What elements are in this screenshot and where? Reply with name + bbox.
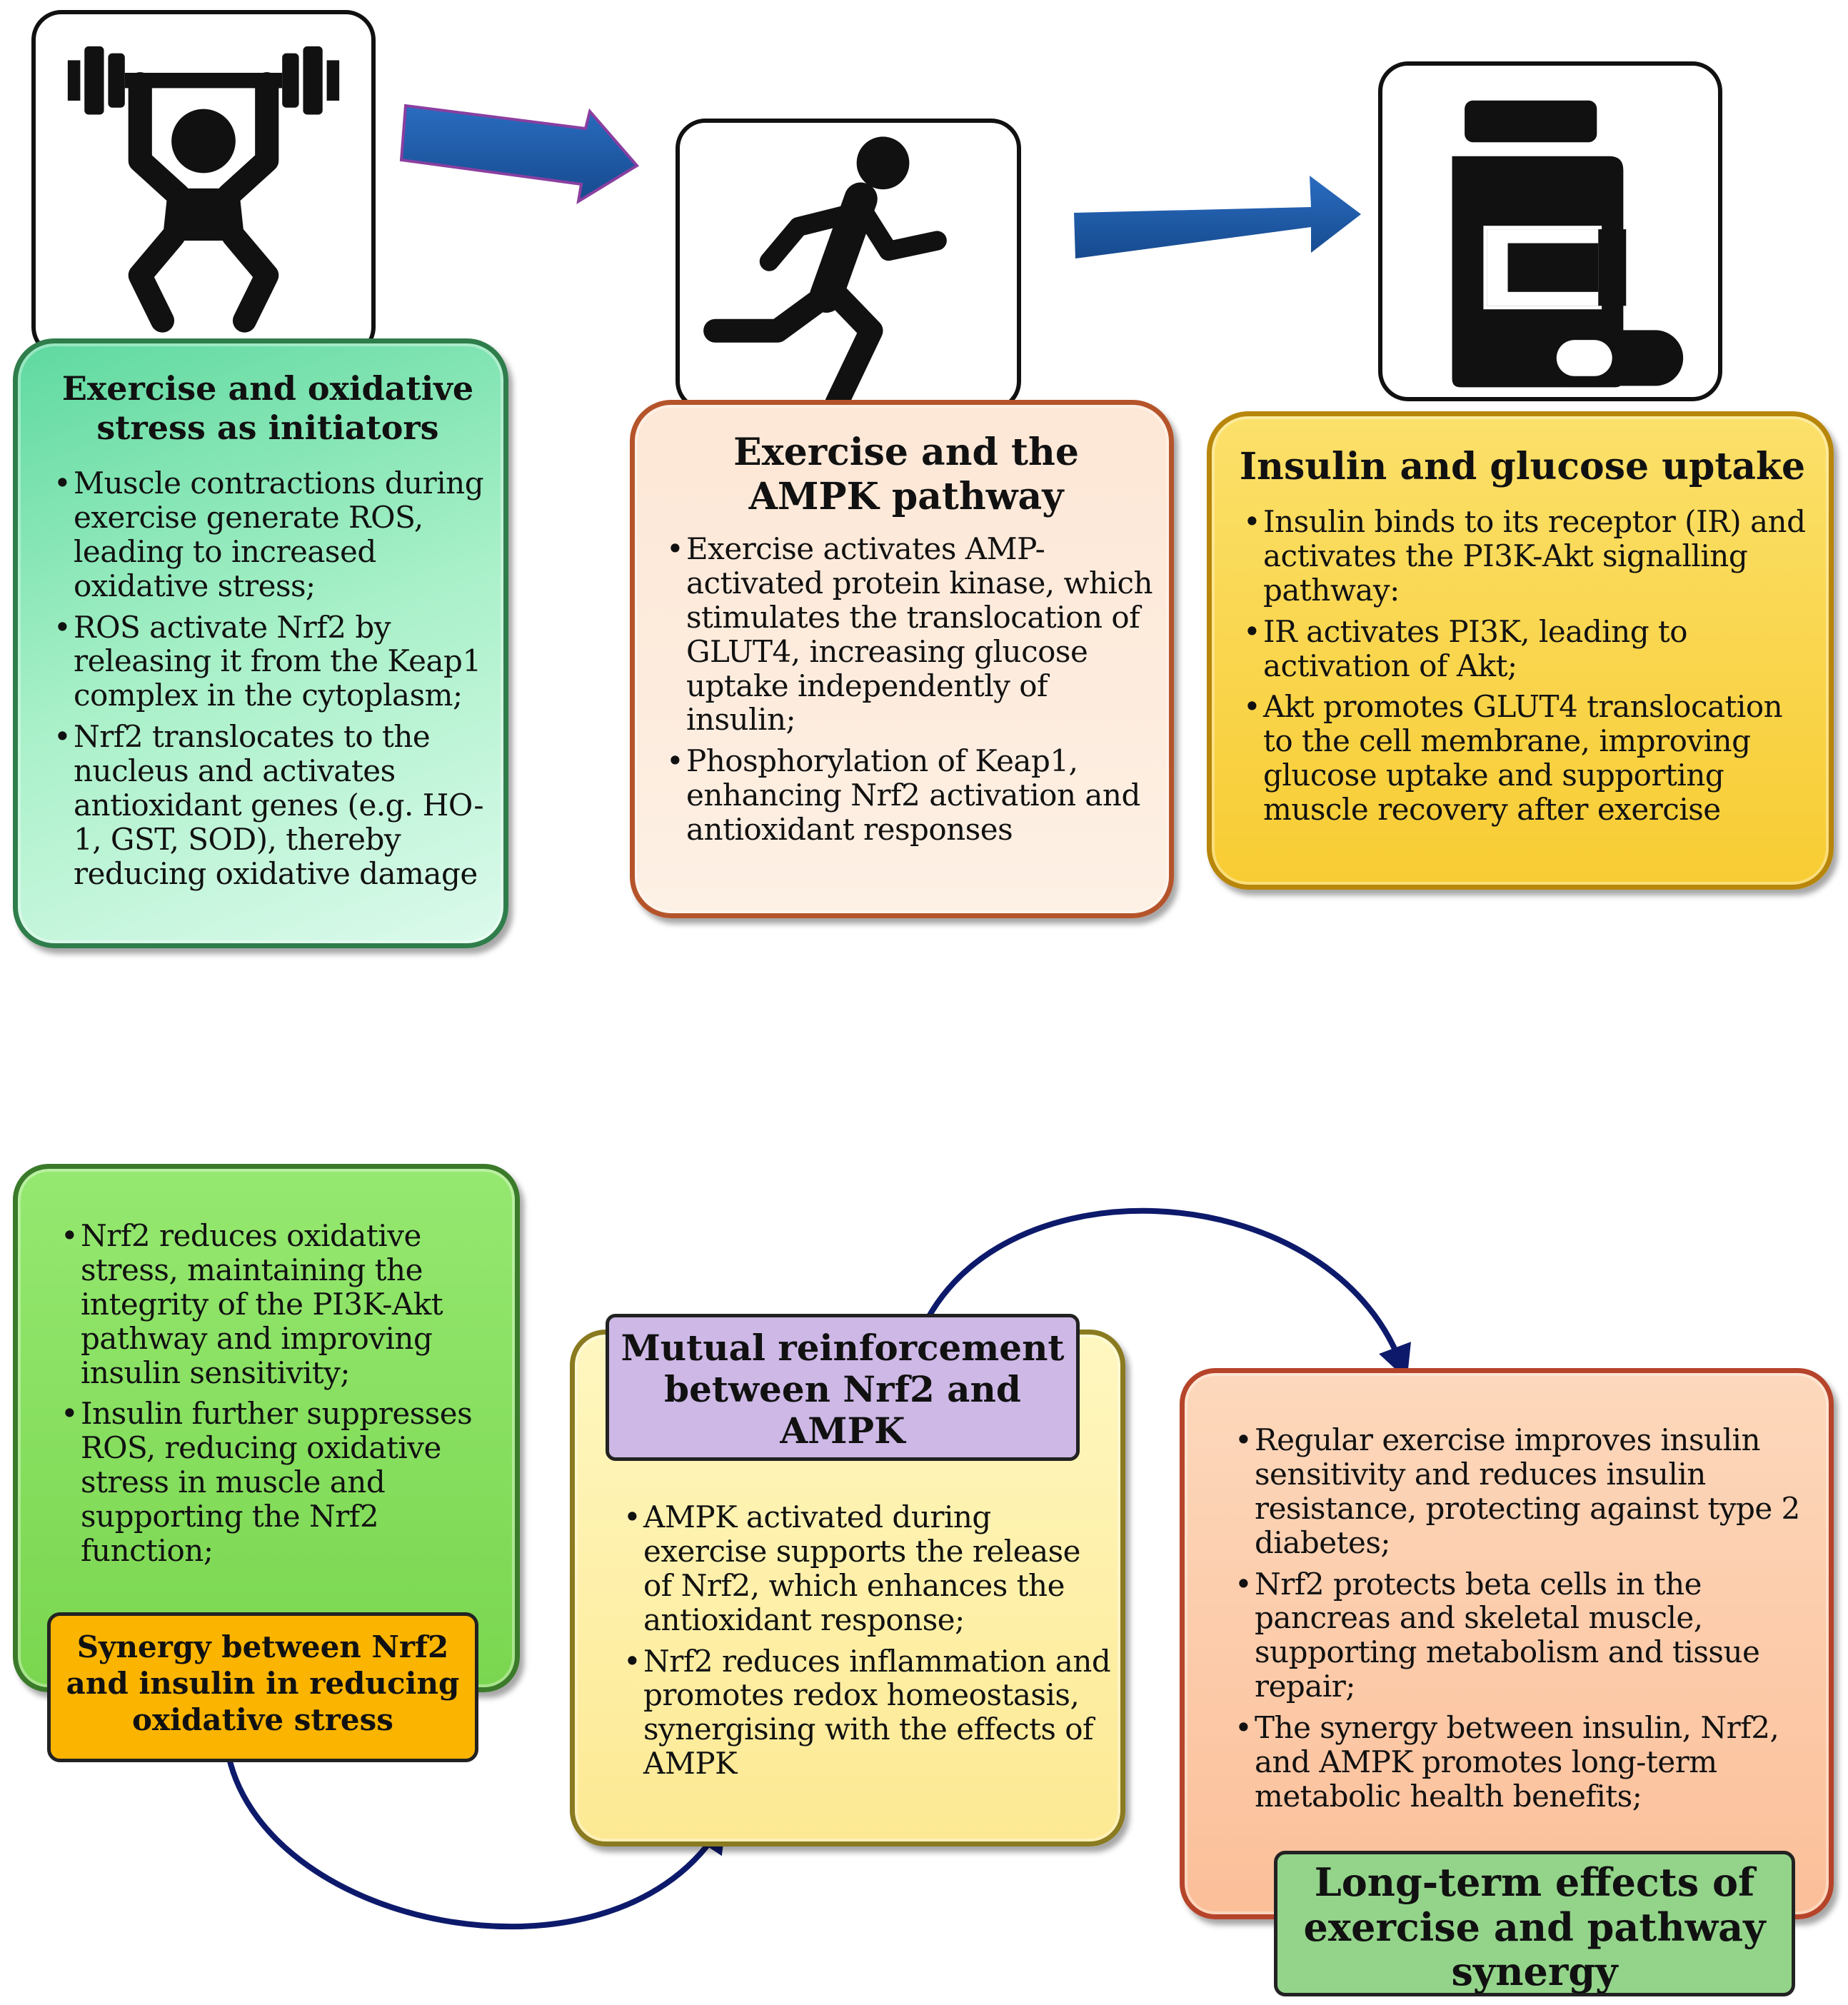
medicine-bottle-icon (1452, 100, 1684, 388)
box4-point: Insulin further suppresses ROS, reducing… (61, 1397, 503, 1567)
box3-points: Insulin binds to its receptor (IR) and a… (1243, 505, 1814, 834)
box3-point: IR activates PI3K, leading to activation… (1243, 614, 1814, 683)
box2-point: Phosphorylation of Keap1, enhancing Nrf2… (666, 744, 1166, 847)
box3-title: Insulin and glucose uptake (1239, 445, 1806, 488)
box6-point: The synergy between insulin, Nrf2, and A… (1235, 1711, 1820, 1814)
box-insulin-glucose: Insulin and glucose uptake Insulin binds… (1207, 411, 1834, 890)
box5-point: AMPK activated during exercise supports … (623, 1500, 1116, 1637)
medicine-bottle-icon-frame (1378, 61, 1722, 401)
label-synergy-nrf2-insulin-text: Synergy between Nrf2 and insulin in redu… (66, 1629, 460, 1738)
box1-point: Muscle contractions during exercise gene… (54, 466, 501, 603)
arrow-1-to-2 (399, 104, 640, 204)
box2-title: Exercise and the AMPK pathway (733, 431, 1079, 519)
arrow-2-to-3 (1074, 176, 1361, 258)
label-mutual-reinforcement: Mutual reinforcement between Nrf2 and AM… (606, 1314, 1080, 1461)
box1-point: ROS activate Nrf2 by releasing it from t… (54, 610, 501, 713)
runner-icon (703, 136, 947, 407)
box3-point: Insulin binds to its receptor (IR) and a… (1243, 505, 1814, 608)
box5-point: Nrf2 reduces inflammation and promotes r… (623, 1644, 1116, 1782)
label-mutual-reinforcement-text: Mutual reinforcement between Nrf2 and AM… (621, 1327, 1065, 1452)
box-nrf2-insulin-synergy: Nrf2 reduces oxidative stress, maintaini… (13, 1164, 520, 1692)
weightlifter-icon-frame (31, 10, 376, 357)
box-exercise-ampk: Exercise and the AMPK pathway Exercise a… (630, 400, 1174, 918)
weightlifter-icon (67, 46, 340, 333)
box2-point: Exercise activates AMP-activated protein… (666, 532, 1166, 737)
label-synergy-nrf2-insulin: Synergy between Nrf2 and insulin in redu… (47, 1612, 478, 1762)
box1-point: Nrf2 translocates to the nucleus and act… (54, 720, 501, 890)
box6-point: Regular exercise improves insulin sensit… (1235, 1423, 1820, 1560)
box1-points: Muscle contractions during exercise gene… (54, 466, 501, 898)
box1-title: Exercise and oxidative stress as initiat… (61, 369, 474, 448)
box3-point: Akt promotes GLUT4 translocation to the … (1243, 690, 1814, 827)
runner-icon-frame (676, 119, 1021, 411)
label-long-term-effects: Long-term effects of exercise and pathwa… (1274, 1851, 1795, 1996)
box-exercise-oxidative-stress: Exercise and oxidative stress as initiat… (13, 338, 508, 948)
box4-points: Nrf2 reduces oxidative stress, maintaini… (61, 1219, 503, 1575)
box6-points: Regular exercise improves insulin sensit… (1235, 1423, 1820, 1821)
label-long-term-effects-text: Long-term effects of exercise and pathwa… (1303, 1859, 1766, 1995)
box6-point: Nrf2 protects beta cells in the pancreas… (1235, 1567, 1820, 1704)
box4-point: Nrf2 reduces oxidative stress, maintaini… (61, 1219, 503, 1390)
box-long-term-effects: Regular exercise improves insulin sensit… (1180, 1368, 1834, 1919)
box5-points: AMPK activated during exercise supports … (623, 1500, 1116, 1788)
box2-points: Exercise activates AMP-activated protein… (666, 532, 1166, 854)
